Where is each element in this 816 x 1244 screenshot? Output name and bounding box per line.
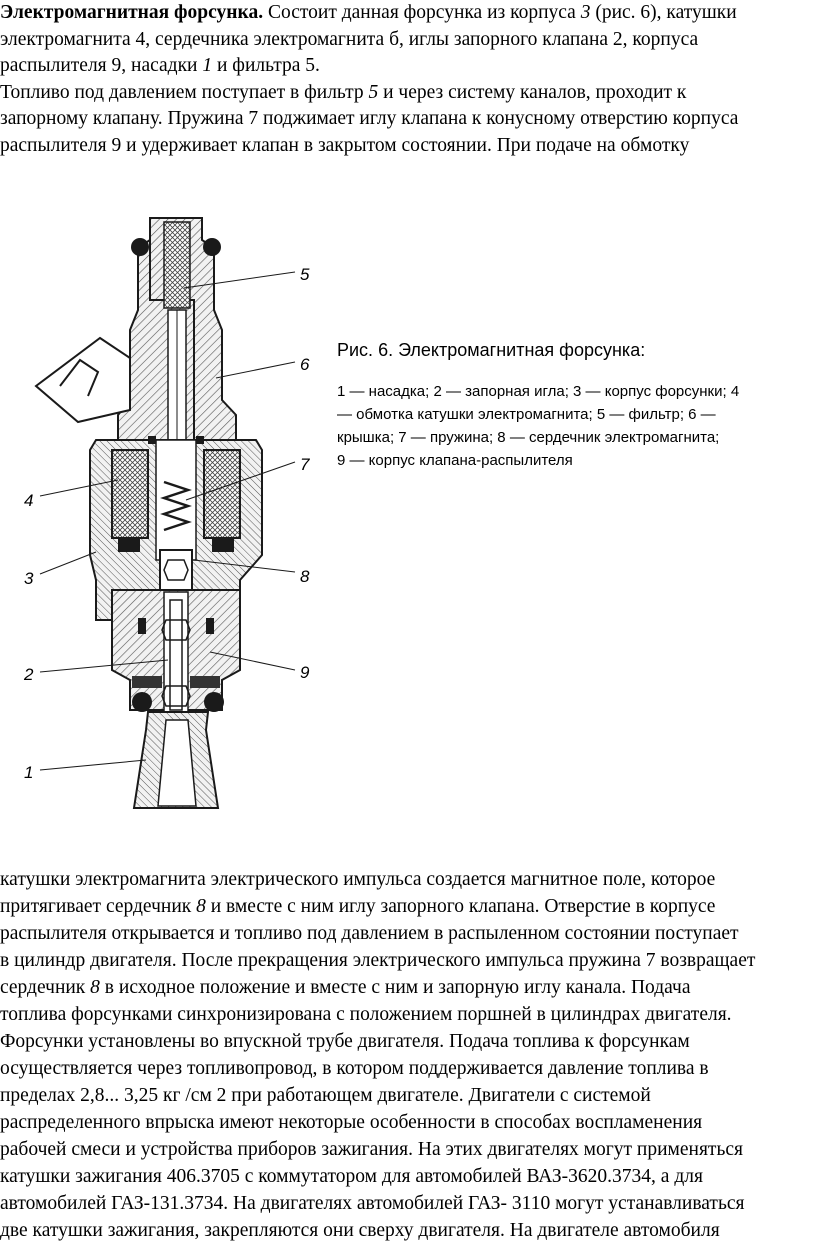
label-8: 8 [300, 567, 310, 586]
text-line: Форсунки установлены во впускной трубе д… [0, 1031, 690, 1052]
text-line: катушки зажигания 406.3705 с коммутаторо… [0, 1166, 703, 1187]
legend-line: 1 — насадка; 2 — запорная игла; 3 — корп… [337, 383, 740, 400]
legend-line: 9 — корпус клапана-распылителя [337, 452, 573, 469]
text-line: осуществляется через топливопровод, в ко… [0, 1058, 709, 1079]
label-1: 1 [24, 763, 33, 782]
label-3: 3 [24, 569, 34, 588]
text-line: автомобилей ГАЗ-131.3734. На двигателях … [0, 1193, 745, 1214]
section-title: Электромагнитная форсунка. [0, 2, 264, 23]
text-line: катушки электромагнита электрического им… [0, 869, 716, 890]
text-line: Топливо под давлением поступает в фильтр… [0, 81, 687, 103]
label-6: 6 [300, 355, 310, 374]
caption-title: Рис. 6. Электромагнитная форсунка: [337, 340, 646, 360]
text-line: распылителя 9, насадки 1 и фильтра 5. [0, 55, 320, 76]
label-7: 7 [300, 455, 310, 474]
label-5: 5 [300, 265, 310, 284]
body-paragraph: катушки электромагнита электрического им… [0, 866, 816, 1244]
filter-element [163, 221, 191, 309]
injector-diagram: 5 6 7 8 9 4 3 2 1 [23, 217, 310, 809]
caption-legend: 1 — насадка; 2 — запорная игла; 3 — корп… [337, 380, 816, 472]
core-cavity [155, 439, 197, 561]
armature [159, 549, 193, 591]
text-line: рабочей смеси и устройства приборов зажи… [0, 1139, 743, 1160]
intro-paragraph: Электромагнитная форсунка. Состоит данна… [0, 0, 816, 159]
o-ring-top-left [131, 238, 149, 256]
legend-line: крышка; 7 — пружина; 8 — сердечник элект… [337, 429, 720, 446]
o-ring-bottom-right [204, 692, 224, 712]
label-4: 4 [24, 491, 33, 510]
o-ring-bottom-left [132, 692, 152, 712]
text-line: электромагнита 4, сердечника электромагн… [0, 28, 699, 50]
text-line: запорному клапану. Пружина 7 поджимает и… [0, 108, 739, 129]
coil-winding-right [203, 449, 241, 539]
text-line: пределах 2,8... 3,25 кг /см 2 при работа… [0, 1085, 651, 1106]
label-9: 9 [300, 663, 310, 682]
text-line: распределенного впрыска имеют некоторые … [0, 1112, 703, 1133]
label-2: 2 [23, 665, 34, 684]
text-line: распылителя 9 и удерживает клапан в закр… [0, 134, 690, 156]
text-line: в цилиндр двигателя. После прекращения э… [0, 950, 756, 971]
coil-winding-left [111, 449, 149, 539]
text-line: топлива форсунками синхронизирована с по… [0, 1004, 732, 1025]
needle [169, 599, 183, 711]
o-ring-top-right [203, 238, 221, 256]
text-line: две катушки зажигания, закрепляются они … [0, 1220, 720, 1241]
text-line: сердечник 8 в исходное положение и вмест… [0, 977, 691, 998]
electrical-connector [34, 336, 131, 424]
legend-line: — обмотка катушки электромагнита; 5 — фи… [337, 406, 716, 423]
text-line: распылителя открывается и топливо под да… [0, 923, 739, 944]
text-line: притягивает сердечник 8 и вместе с ним и… [0, 896, 716, 917]
spring [160, 480, 192, 532]
figure-caption: Рис. 6. Электромагнитная форсунка: 1 — н… [337, 338, 816, 472]
text-line: Электромагнитная форсунка. Состоит данна… [0, 2, 737, 23]
